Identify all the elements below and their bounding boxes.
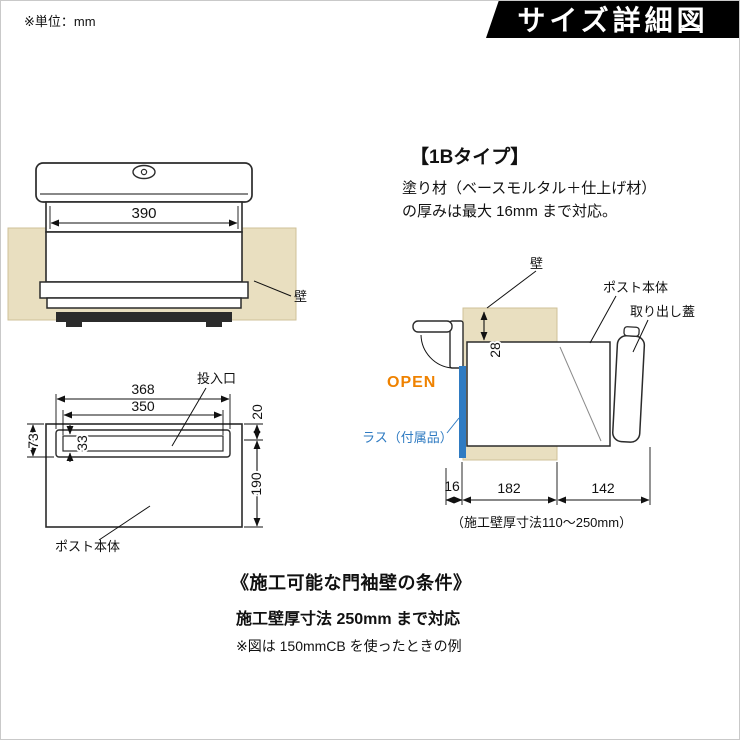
dim-28-value: 28 bbox=[487, 342, 503, 358]
dim-350-value: 350 bbox=[131, 398, 155, 414]
dim-142-value: 142 bbox=[591, 480, 615, 496]
flap-open bbox=[412, 320, 453, 333]
dim-182-value: 182 bbox=[497, 480, 521, 496]
body-leader bbox=[98, 505, 151, 541]
dim-20: 20 bbox=[244, 402, 267, 441]
lath-leader bbox=[446, 417, 460, 434]
side-wall-leader bbox=[486, 270, 537, 309]
conditions-line2: ※図は 150mmCB を使ったときの例 bbox=[236, 638, 462, 654]
type-note-line1: 塗り材（ベースモルタル＋仕上げ材） bbox=[402, 180, 657, 197]
dim-16-value: 16 bbox=[444, 478, 460, 494]
mailbox-foot-right bbox=[206, 322, 222, 327]
body-label: ポスト本体 bbox=[55, 539, 120, 554]
wall-range-note: （施工壁厚寸法110～250mm） bbox=[451, 515, 633, 530]
conditions-line1: 施工壁厚寸法 250mm まで対応 bbox=[236, 611, 461, 628]
dim-33: 33 bbox=[66, 425, 92, 462]
open-label: OPEN bbox=[387, 374, 436, 391]
page-title: サイズ詳細図 bbox=[517, 5, 709, 36]
wall-label: 壁 bbox=[294, 289, 307, 304]
dim-28: 28 bbox=[480, 311, 505, 360]
side-body-label: ポスト本体 bbox=[603, 280, 668, 295]
lath-label: ラス（付属品） bbox=[362, 430, 453, 445]
dim-33-value: 33 bbox=[74, 435, 90, 451]
dim-20-value: 20 bbox=[249, 404, 265, 420]
dim-190: 190 bbox=[244, 440, 266, 528]
dim-73: 73 bbox=[23, 423, 54, 458]
bottom-dims: 16 182 142 bbox=[444, 447, 651, 505]
chute-line bbox=[559, 346, 602, 442]
slot-label: 投入口 bbox=[197, 371, 236, 386]
footer-conditions: 《施工可能な門袖壁の条件》 施工壁厚寸法 250mm まで対応 ※図は 150m… bbox=[231, 569, 472, 656]
front-view-top: 390 壁 bbox=[7, 162, 307, 327]
removal-lid bbox=[612, 326, 646, 443]
flap-swing-arc bbox=[420, 334, 453, 369]
dim-368-value: 368 bbox=[131, 381, 155, 397]
conditions-title: 《施工可能な門袖壁の条件》 bbox=[231, 573, 472, 593]
lid-knob bbox=[623, 326, 640, 337]
mailbox-trim-lower bbox=[46, 297, 242, 309]
mailbox-body bbox=[45, 231, 243, 283]
type-note-line2: の厚みは最大 16mm まで対応。 bbox=[402, 203, 618, 221]
type-heading: 【1Bタイプ】 bbox=[410, 147, 530, 168]
lid-label: 取り出し蓋 bbox=[630, 304, 695, 319]
dim-368: 368 bbox=[55, 381, 231, 429]
mailbox-trim-upper bbox=[39, 281, 249, 299]
dim-73-value: 73 bbox=[25, 433, 41, 449]
type-note: 塗り材（ベースモルタル＋仕上げ材） の厚みは最大 16mm まで対応。 bbox=[402, 177, 656, 224]
lock-dot-icon bbox=[140, 168, 148, 176]
slot-opening bbox=[62, 435, 224, 452]
header-band: サイズ詳細図 bbox=[486, 0, 740, 38]
slot-leader bbox=[171, 387, 207, 447]
mailbox-base bbox=[56, 312, 232, 322]
wall-leader bbox=[253, 280, 292, 297]
side-body-leader bbox=[589, 295, 617, 344]
front-view-slot: 368 350 33 73 20 190 bbox=[23, 371, 267, 554]
post-tube bbox=[466, 341, 611, 447]
side-wall-label: 壁 bbox=[530, 256, 543, 271]
unit-note: ※単位：mm bbox=[24, 14, 96, 29]
lath-strip bbox=[459, 366, 466, 458]
dim-390-value: 390 bbox=[131, 205, 156, 222]
lid-leader bbox=[632, 319, 649, 353]
dim-350: 350 bbox=[62, 398, 224, 435]
dim-390: 390 bbox=[49, 205, 239, 229]
side-view: 28 壁 ポスト本体 取り出し蓋 OPEN ラス（付属品） 16 182 142 bbox=[362, 256, 695, 505]
mailbox-foot-left bbox=[66, 322, 82, 327]
flap-frame bbox=[449, 320, 464, 369]
dim-190-value: 190 bbox=[248, 472, 264, 496]
mailbox-face bbox=[45, 201, 243, 233]
